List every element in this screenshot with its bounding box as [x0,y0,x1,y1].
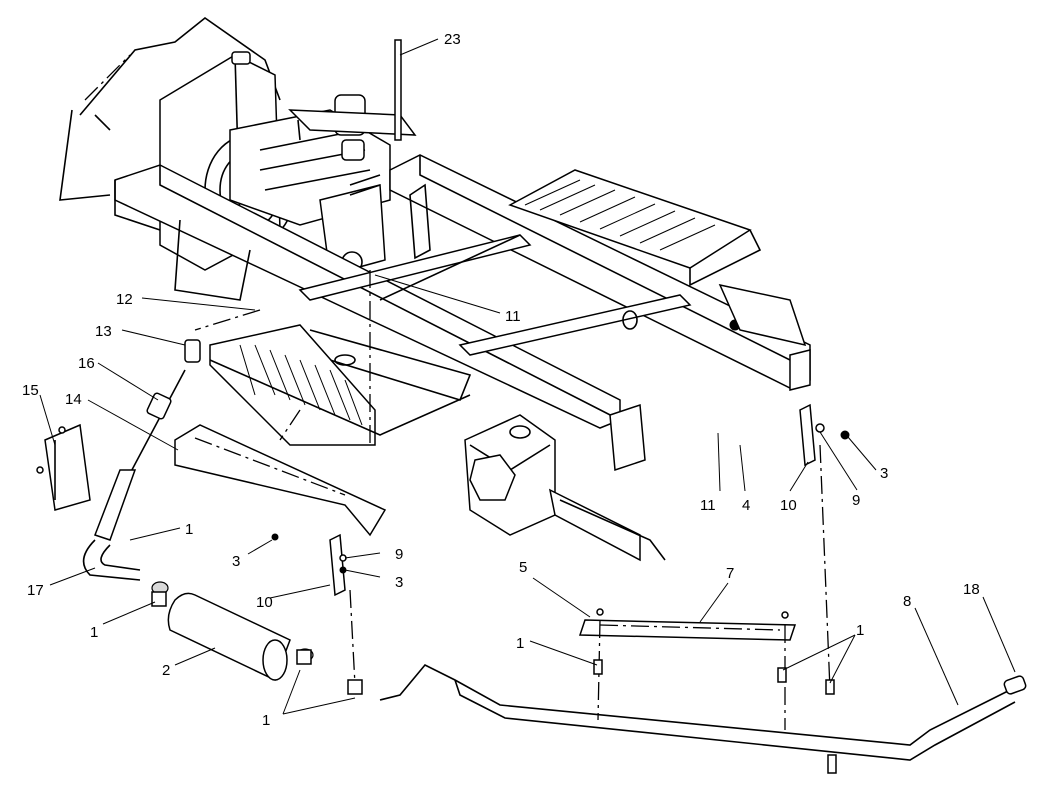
callout-8: 8 [903,593,911,610]
callout-3b: 3 [395,574,403,591]
exhaust-pipe-upper [82,339,201,581]
lower-grille [209,324,471,446]
callout-3c: 3 [880,465,888,482]
callout-5: 5 [519,559,527,576]
callout-13: 13 [95,323,112,340]
callout-9b: 9 [852,492,860,509]
callout-1c: 1 [262,712,270,729]
assembly-lines [194,270,831,730]
callout-labels: 23 12 11 13 16 15 14 1 3 9 3 10 17 1 2 1… [22,31,980,729]
callout-16: 16 [78,355,95,372]
callout-1e: 1 [856,622,864,639]
callout-11b: 11 [700,497,716,514]
callout-10b: 10 [780,497,797,514]
mounting-strap-left [329,533,347,597]
transmission-housing [464,414,666,562]
callout-11: 11 [505,308,521,325]
clamps [151,591,837,774]
callout-15: 15 [22,382,39,399]
callout-7: 7 [726,565,734,582]
callout-1b: 1 [90,624,98,641]
mounting-strap-right [799,403,850,467]
callout-23: 23 [444,31,461,48]
frame-floor [309,310,638,401]
hanger-bar [578,608,797,641]
callout-12: 12 [116,291,133,308]
step-plate [508,169,807,347]
callout-4: 4 [742,497,750,514]
tail-pipe [379,664,1027,761]
callout-1: 1 [185,521,193,538]
callout-2: 2 [162,662,170,679]
callout-18: 18 [963,581,980,598]
callout-3: 3 [232,553,240,570]
leader-lines [39,38,1016,715]
callout-10: 10 [256,594,273,611]
callout-14: 14 [65,391,82,408]
main-frame [114,154,811,472]
callout-17: 17 [27,582,44,599]
callout-9: 9 [395,546,403,563]
heat-shield [174,424,387,541]
callout-1d: 1 [516,635,524,652]
muffler [151,581,314,682]
exhaust-bracket [36,423,91,511]
engine-hood [59,17,281,201]
